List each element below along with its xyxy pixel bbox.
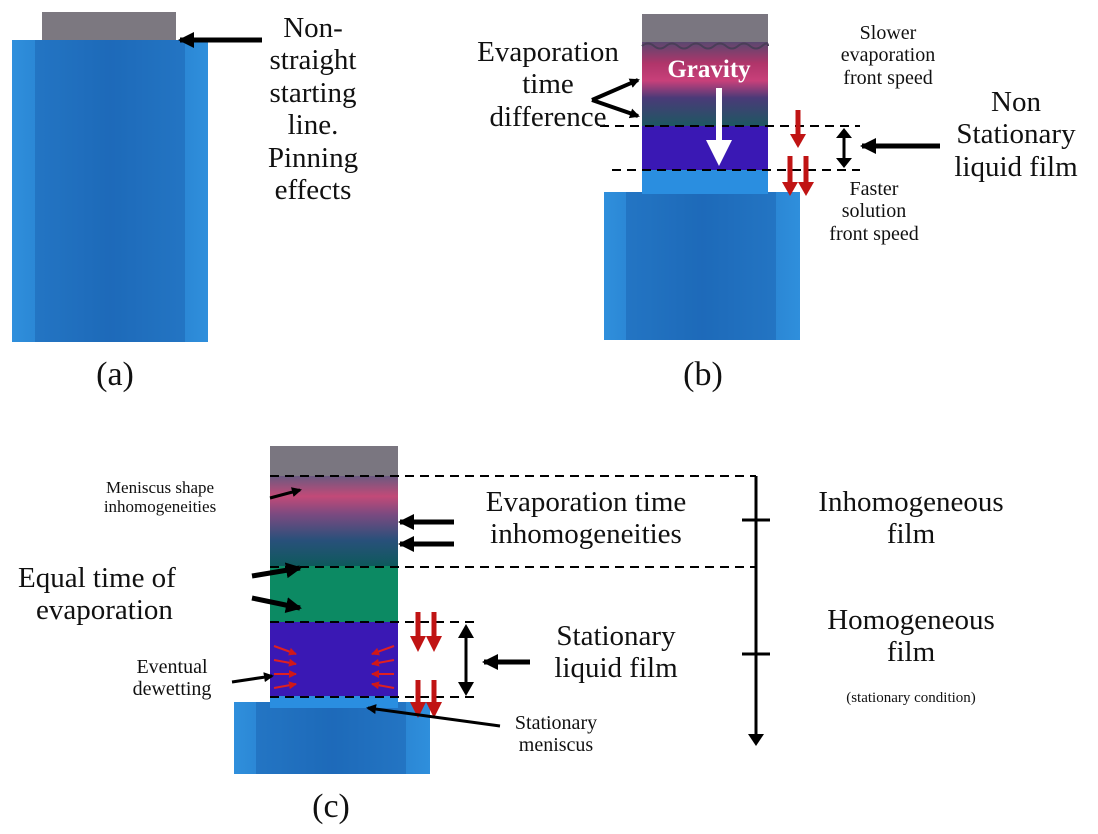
stationary-film-line: Stationary [556,620,676,652]
panel-b-top-coating [642,14,768,44]
panel-b-caption: (b) [683,356,723,393]
homogeneous-line: film [886,636,936,669]
slower-front-line: Slower [859,22,917,44]
non-stationary-line: Non [991,86,1041,118]
meniscus-shape-line: Meniscus shape [105,478,215,497]
faster-front-line: solution [841,200,907,223]
homogeneous-line: Homogeneous [827,604,995,636]
film-thickness-double-arrow [836,128,852,168]
evap-inhom-line: Evaporation time [485,486,687,518]
inhomogeneous-line: film [886,518,936,551]
panel-c-top-coating [270,446,398,478]
stationary-meniscus-arrow [366,704,501,728]
equal-time-label: Equal time of evaporation [18,562,232,627]
equal-time-line: evaporation [36,594,173,627]
stationary-meniscus-line: Stationary [514,712,598,734]
faster-front-line: Faster [849,178,899,200]
panel-b-liquid-film [642,126,768,170]
panel-b-drawing [591,14,940,340]
panel-a-note-line: starting [269,76,357,109]
non-stationary-line: liquid film [954,150,1078,183]
equal-time-arrow-1 [251,562,302,579]
equal-time-line: Equal time of [18,562,176,594]
stationary-meniscus-label: Stationary meniscus [486,712,626,757]
non-stationary-label: Non Stationary liquid film [936,86,1096,183]
panel-c-caption: (c) [312,788,350,825]
slower-front-line: front speed [843,66,933,89]
evap-diff-arrow-lower [591,98,640,119]
slower-front-line: evaporation [840,44,936,67]
faster-front-label: Faster solution front speed [804,178,944,245]
evap-diff-line: difference [489,100,607,133]
panel-b-evaporated-film [642,42,768,128]
meniscus-shape-arrow [269,487,302,500]
stationary-film-double-arrow [458,624,474,696]
gravity-label: Gravity [667,56,751,83]
non-stationary-line: Stationary [956,118,1076,151]
meniscus-shape-label: Meniscus shape inhomogeneities [60,478,260,516]
evap-diff-label: Evaporation time difference [458,36,638,133]
upper-front-arrows [410,612,442,652]
equal-time-arrow-2 [251,595,302,613]
stationary-film-line: liquid film [554,652,678,685]
faster-front-line: front speed [829,222,919,245]
dewetting-arrow [231,672,274,684]
stationary-meniscus-line: meniscus [518,734,594,757]
panel-a-caption: (a) [96,356,134,393]
slower-front-arrow [790,110,806,148]
dewetting-line: dewetting [132,678,212,701]
faster-front-arrows [782,156,814,196]
panel-c-inhomogeneous-region [270,476,398,568]
panel-a-top-coating [42,12,176,42]
panel-c-drawing [231,446,770,774]
slower-front-label: Slower evaporation front speed [818,22,958,89]
panel-a-note-line: straight [269,44,357,77]
lower-front-arrows [410,680,442,718]
evap-diff-line: Evaporation [477,36,619,68]
panel-b-meniscus [642,168,768,194]
meniscus-shape-line: inhomogeneities [103,497,217,517]
panel-a-drawing [12,12,262,342]
region-brace [742,476,770,746]
evap-inhom-line: inhomogeneities [490,518,682,551]
panel-a-note-line: line. [287,109,339,142]
panel-c-homogeneous-region [270,566,398,624]
inhomogeneous-label: Inhomogeneous film [786,486,1036,551]
dewetting-arrows [273,645,395,690]
homogeneous-label: Homogeneous film [786,604,1036,669]
dewetting-line: Eventual [136,656,208,678]
panel-a-note-line: Pinning [267,141,359,174]
stationary-condition-label: (stationary condition) [846,690,976,706]
panel-a-note-line: Non- [283,12,343,44]
panel-a-note: Non- straight starting line. Pinning eff… [248,12,378,207]
panel-a-note-line: effects [274,174,352,207]
evap-inhom-label: Evaporation time inhomogeneities [456,486,716,551]
evap-diff-line: time [522,68,574,101]
inhomogeneous-line: Inhomogeneous [818,486,1004,518]
stationary-film-label: Stationary liquid film [526,620,706,685]
evap-diff-arrow-upper [591,78,640,102]
dewetting-label: Eventual dewetting [108,656,236,701]
